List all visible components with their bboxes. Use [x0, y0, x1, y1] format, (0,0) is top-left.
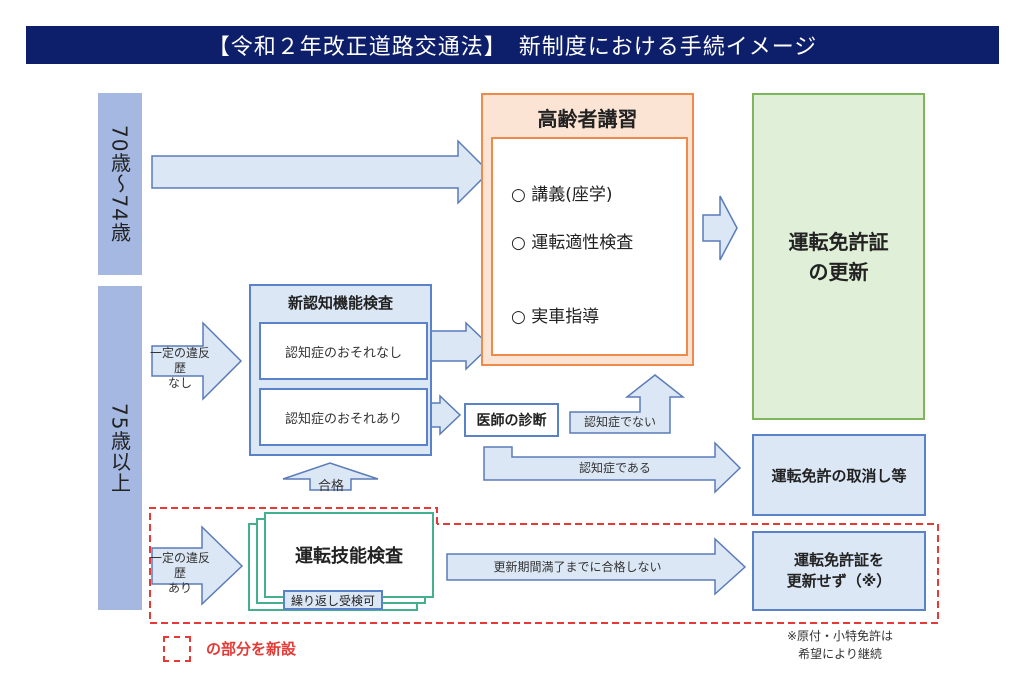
arrow-70-to-lecture: [151, 139, 491, 205]
legend-dashed-box-icon: [163, 636, 191, 662]
renewal-label-line: の更新: [808, 259, 869, 284]
label-line: 一定の違反歴: [150, 551, 211, 580]
label-line: あり: [167, 581, 192, 595]
arrow-label-not-passed: 更新期間満了までに合格しない: [493, 560, 662, 574]
no-renewal-box: 運転免許証を 更新せず（※）: [752, 531, 926, 611]
arrow-no-violation: [151, 321, 243, 401]
cognitive-test-box: 新認知機能検査 認知症のおそれなし 認知症のおそれあり: [249, 284, 432, 456]
arrow-label-is-dementia: 認知症である: [579, 461, 651, 475]
license-renewal-box: 運転免許証 の更新: [752, 93, 925, 420]
senior-lecture-contents: ○ 講義(座学) ○ 運転適性検査 ○ 実車指導: [491, 137, 688, 356]
cognitive-result-no-risk: 認知症のおそれなし: [259, 322, 428, 380]
lecture-item: ○ 運転適性検査: [511, 233, 634, 253]
senior-lecture-box: 高齢者講習 ○ 講義(座学) ○ 運転適性検査 ○ 実車指導: [481, 93, 694, 366]
senior-lecture-title: 高齢者講習: [537, 107, 638, 131]
new-section-outline: [149, 507, 939, 624]
arrow-violation: [151, 525, 244, 606]
arrow-lecture-to-renewal: [702, 195, 738, 261]
footnote: ※原付・小特免許は 希望により継続: [750, 627, 930, 663]
legend-text: の部分を新設: [206, 640, 297, 658]
age-group-70-74: 70歳〜74歳: [98, 93, 142, 275]
label-line: 一定の違反歴: [150, 346, 211, 375]
age-group-75-plus: 75歳以上: [98, 286, 142, 610]
arrow-label-violation: 一定の違反歴 あり: [150, 551, 210, 596]
driving-skill-test-box: 運転技能検査: [264, 512, 434, 598]
arrow-not-passed: [446, 537, 747, 596]
label-line: なし: [167, 376, 192, 390]
doctor-diagnosis-box: 医師の診断: [464, 403, 559, 437]
footnote-line: ※原付・小特免許は: [786, 629, 894, 643]
renewal-label-line: 運転免許証: [788, 229, 889, 254]
lecture-item: ○ 講義(座学): [511, 185, 613, 205]
arrow-passed: [282, 462, 379, 491]
no-renewal-line: 運転免許証を: [793, 551, 884, 569]
page-title: 【令和２年改正道路交通法】 新制度における手続イメージ: [26, 26, 999, 64]
no-renewal-line: 更新せず（※）: [786, 572, 892, 590]
arrow-label-not-dementia: 認知症でない: [583, 415, 656, 429]
arrow-is-dementia: [483, 441, 742, 494]
arrow-not-dementia: [569, 374, 686, 434]
arrow-label-passed: 合格: [317, 479, 344, 494]
age-group-label: 75歳以上: [107, 402, 132, 494]
retake-allowed-tag: 繰り返し受検可: [283, 590, 383, 610]
license-cancellation-box: 運転免許の取消し等: [752, 434, 926, 516]
cognitive-test-title: 新認知機能検査: [287, 294, 393, 312]
footnote-line: 希望により継続: [798, 647, 882, 661]
arrow-label-no-violation: 一定の違反歴 なし: [150, 346, 210, 391]
cognitive-result-risk: 認知症のおそれあり: [259, 388, 428, 446]
lecture-item: ○ 実車指導: [511, 307, 600, 327]
age-group-label: 70歳〜74歳: [107, 125, 132, 243]
